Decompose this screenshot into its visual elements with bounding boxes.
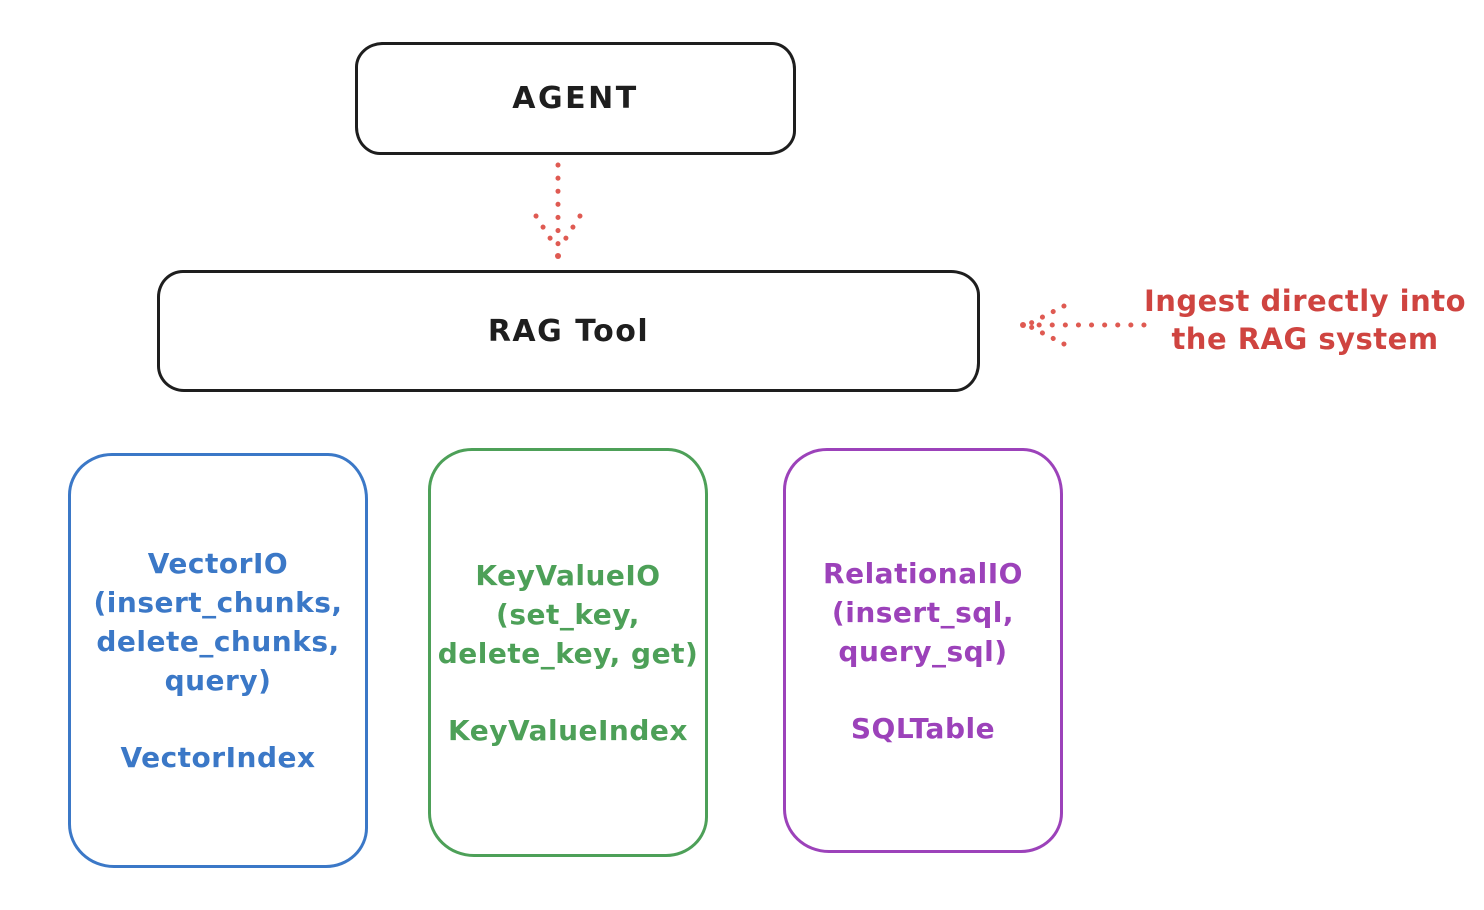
- vector-io-methods: VectorIO (insert_chunks, delete_chunks, …: [93, 547, 343, 697]
- dotted-arrow-down-icon: [518, 158, 598, 267]
- sql-table-label: SQLTable: [850, 711, 996, 745]
- vector-index-label: VectorIndex: [120, 741, 316, 774]
- vector-io-box: VectorIO (insert_chunks, delete_chunks, …: [68, 453, 368, 868]
- keyvalue-io-box: KeyValueIO (set_key, delete_key, get) Ke…: [428, 448, 708, 857]
- relational-io-methods: RelationalIO (insert_sql, query_sql): [823, 556, 1023, 668]
- rag-tool-label: RAG Tool: [487, 313, 650, 349]
- keyvalue-index-label: KeyValueIndex: [448, 713, 688, 747]
- agent-label: AGENT: [512, 81, 639, 116]
- dotted-arrow-left-icon: [1012, 298, 1152, 356]
- rag-tool-box: RAG Tool: [157, 270, 980, 392]
- ingest-annotation: Ingest directly into the RAG system: [1143, 284, 1467, 356]
- keyvalue-io-methods: KeyValueIO (set_key, delete_key, get): [437, 558, 699, 670]
- agent-box: AGENT: [355, 42, 796, 155]
- relational-io-box: RelationalIO (insert_sql, query_sql) SQL…: [783, 448, 1063, 853]
